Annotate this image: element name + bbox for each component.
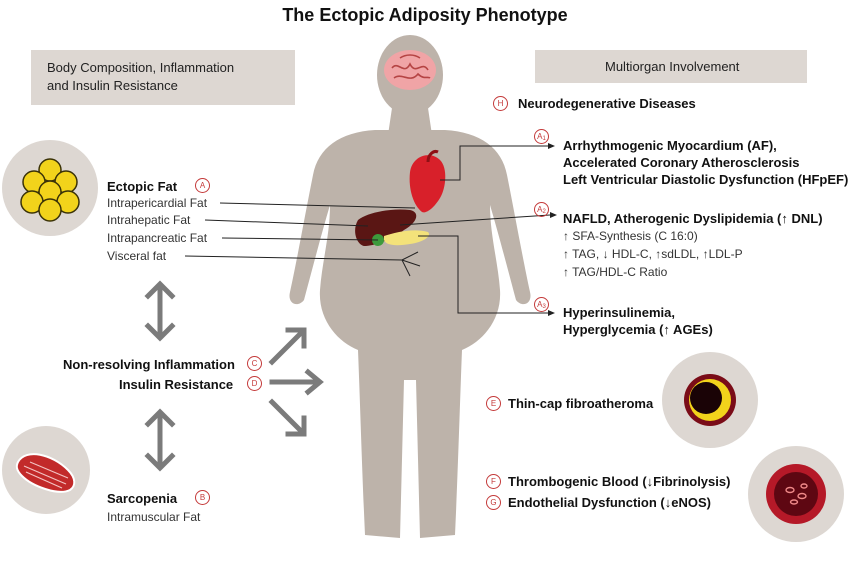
ectopic-fat-item-1: Intrapericardial Fat [107, 196, 208, 210]
heart-line-2: Accelerated Coronary Atherosclerosis [563, 155, 800, 170]
pancreas-line-2: Hyperglycemia (↑ AGEs) [563, 322, 713, 337]
left-header-panel: Body Composition, Inflammation and Insul… [31, 50, 295, 105]
badge-g: G [486, 495, 501, 510]
pancreas-line-1: Hyperinsulinemia, [563, 305, 675, 320]
liver-line-1: ↑ SFA-Synthesis (C 16:0) [563, 229, 698, 243]
double-arrow-upper-icon [144, 280, 176, 342]
right-header-panel: Multiorgan Involvement [535, 50, 807, 83]
muscle-icon [15, 453, 76, 493]
heart-icon [409, 150, 446, 213]
ectopic-fat-heading: Ectopic Fat [107, 179, 178, 194]
fibroatheroma-icon [684, 374, 736, 426]
badge-a2: A2 [534, 202, 549, 217]
badge-a2-letter: A [537, 205, 543, 214]
badge-b: B [195, 490, 210, 505]
left-connectors [184, 202, 421, 277]
fibroatheroma-label: Thin-cap fibroatheroma [508, 396, 654, 411]
ectopic-fat-item-4: Visceral fat [107, 249, 167, 263]
heart-line-1: Arrhythmogenic Myocardium (AF), [563, 138, 777, 153]
liver-line-2: ↑ TAG, ↓ HDL-C, ↑sdLDL, ↑LDL-P [563, 247, 743, 261]
fan-arrows-icon [268, 327, 324, 437]
badge-d: D [247, 376, 262, 391]
ectopic-fat-item-2: Intrahepatic Fat [107, 213, 191, 227]
pancreas-icon [384, 230, 430, 246]
badge-a1-sub: 1 [542, 136, 546, 142]
badge-a1: A1 [534, 129, 549, 144]
badge-a3-sub: 3 [542, 304, 546, 310]
liver-heading: NAFLD, Atherogenic Dyslipidemia (↑ DNL) [563, 211, 823, 226]
left-header-line1: Body Composition, Inflammation [47, 60, 235, 75]
badge-c: C [247, 356, 262, 371]
badge-f: F [486, 474, 501, 489]
blood-vessel-icon [766, 464, 826, 524]
fat-cells-icon [20, 158, 80, 222]
badge-a3: A3 [534, 297, 549, 312]
liver-line-3: ↑ TAG/HDL-C Ratio [563, 265, 668, 279]
badge-a2-sub: 2 [542, 209, 546, 215]
neuro-label: Neurodegenerative Diseases [518, 96, 696, 111]
badge-a: A [195, 178, 210, 193]
endothelial-label: Endothelial Dysfunction (↓eNOS) [508, 495, 711, 510]
badge-a3-letter: A [537, 300, 543, 309]
diagram-title: The Ectopic Adiposity Phenotype [282, 5, 568, 25]
brain-icon [384, 50, 436, 90]
right-connectors [399, 145, 551, 314]
inflammation-label: Non-resolving Inflammation [63, 357, 235, 372]
body-silhouette-icon [289, 35, 531, 538]
double-arrow-lower-icon [144, 408, 176, 472]
sarcopenia-sub: Intramuscular Fat [107, 510, 201, 524]
left-header-line2: and Insulin Resistance [47, 78, 178, 93]
badge-a1-letter: A [537, 132, 543, 141]
sarcopenia-heading: Sarcopenia [107, 491, 178, 506]
right-header-label: Multiorgan Involvement [605, 59, 740, 74]
badge-h: H [493, 96, 508, 111]
insulin-label: Insulin Resistance [119, 377, 234, 392]
ectopic-fat-item-3: Intrapancreatic Fat [107, 231, 208, 245]
thrombogenic-label: Thrombogenic Blood (↓Fibrinolysis) [508, 474, 731, 489]
liver-icon [355, 209, 417, 246]
connector-arrowheads [548, 143, 557, 316]
badge-e: E [486, 396, 501, 411]
heart-line-3: Left Ventricular Diastolic Dysfunction (… [563, 172, 849, 187]
